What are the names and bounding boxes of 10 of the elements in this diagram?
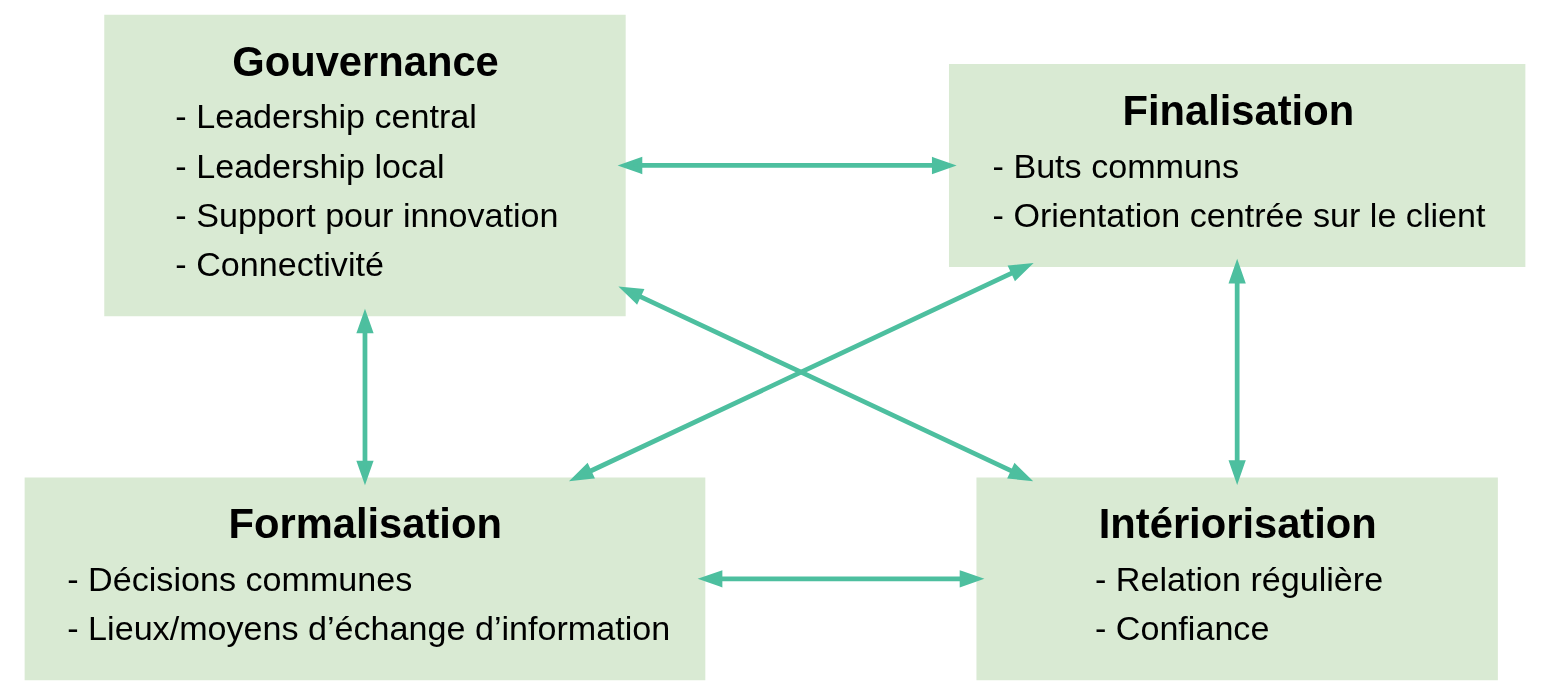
arrow [617,156,957,175]
arrow [618,286,1034,482]
node-box: Intériorisation - Relation régulière - Confiance [976,477,1498,681]
node-box: Formalisation - Décisions communes - Lieux/moyens d’échange d’information [24,477,706,681]
node-box: Gouvernance - Leadership central - Leadership local - Support pour innovation - Connectivité [104,14,626,317]
arrow [1228,258,1246,485]
node-box: Finalisation - Buts communs - Orientation centrée sur le client [948,64,1526,267]
arrow [356,308,374,486]
arrow [697,570,985,588]
arrow [568,262,1034,482]
